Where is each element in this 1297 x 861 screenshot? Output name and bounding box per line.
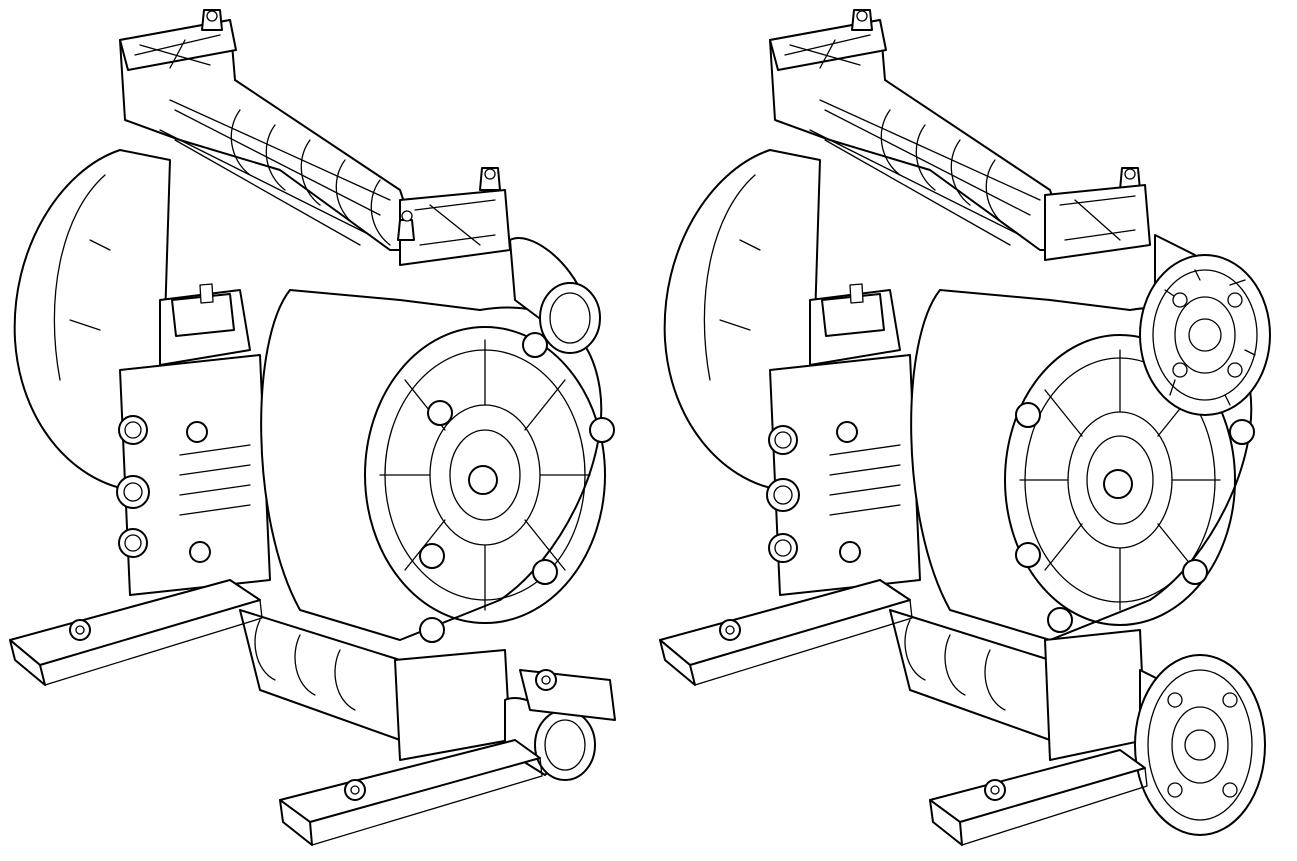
discharge-port	[509, 237, 601, 354]
pump-flanged-svg	[659, 9, 1271, 846]
front-diaphragm-housing	[260, 289, 615, 643]
mounting-feet	[659, 579, 1148, 846]
bottom-manifold	[889, 609, 1146, 761]
air-valve-block	[116, 283, 271, 596]
top-manifold	[769, 9, 1151, 261]
suction-flange	[1134, 654, 1266, 836]
bottom-manifold	[239, 609, 596, 781]
top-manifold	[119, 9, 511, 266]
pump-drawing-threaded-ports	[0, 0, 640, 861]
air-valve-block	[766, 283, 921, 596]
pump-threaded-svg	[9, 9, 616, 846]
mounting-feet	[9, 579, 616, 846]
pump-drawing-flanged-ports	[650, 0, 1297, 861]
discharge-flange	[1139, 234, 1271, 416]
